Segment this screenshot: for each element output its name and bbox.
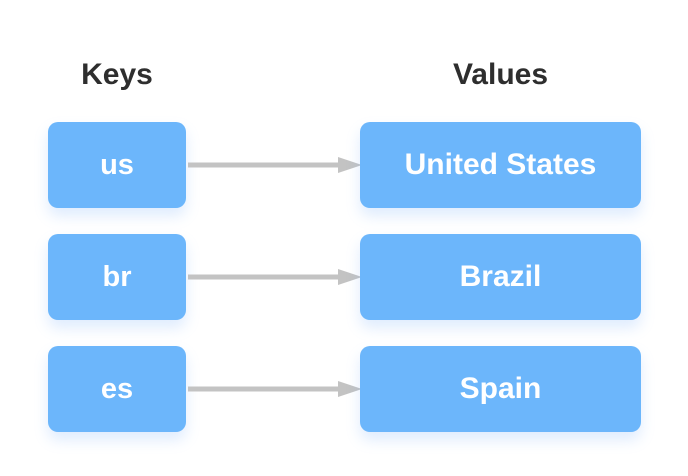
key-box[interactable]: br [48, 234, 186, 320]
value-box[interactable]: Brazil [360, 234, 641, 320]
mapping-row: es Spain [0, 346, 688, 432]
value-box[interactable]: Spain [360, 346, 641, 432]
mapping-row: br Brazil [0, 234, 688, 320]
key-box[interactable]: es [48, 346, 186, 432]
mapping-row: us United States [0, 122, 688, 208]
key-label: us [100, 148, 134, 181]
column-header-values: Values [452, 58, 549, 91]
column-header-keys: Keys [81, 58, 153, 91]
mapping-arrow [188, 269, 362, 285]
mapping-arrow [188, 157, 362, 173]
arrow-right-icon [188, 269, 362, 285]
arrow-right-icon [188, 157, 362, 173]
key-label: br [102, 260, 132, 293]
value-label: Brazil [459, 260, 542, 293]
value-label: Spain [459, 372, 542, 405]
key-label: es [100, 372, 134, 405]
mapping-arrow [188, 381, 362, 397]
arrow-right-icon [188, 381, 362, 397]
key-box[interactable]: us [48, 122, 186, 208]
value-box[interactable]: United States [360, 122, 641, 208]
value-label: United States [404, 148, 597, 181]
